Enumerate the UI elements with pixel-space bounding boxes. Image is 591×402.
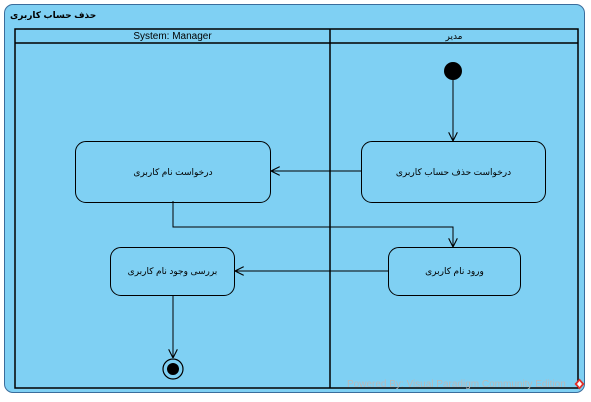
lane-title-manager: مدیر [445,31,463,41]
action-request-username: درخواست نام کاربری [75,141,271,203]
initial-node [444,62,462,80]
diagram-frame [4,4,585,393]
action-enter-username: ورود نام کاربری [388,247,521,296]
watermark-text: Powered By: Visual Paradigm Community Ed… [347,379,566,390]
swimlane-partition [14,28,579,389]
flow-request-username-to-enter-username [172,201,453,247]
action-check-username: بررسی وجود نام کاربری [110,247,235,296]
diagram-title: حذف حساب کاربری [10,10,97,20]
visual-paradigm-logo-icon [574,378,585,390]
lane-title-system: System: Manager [133,31,212,42]
final-node [162,358,184,380]
action-request-delete-account: درخواست حذف حساب کاربری [361,141,546,203]
